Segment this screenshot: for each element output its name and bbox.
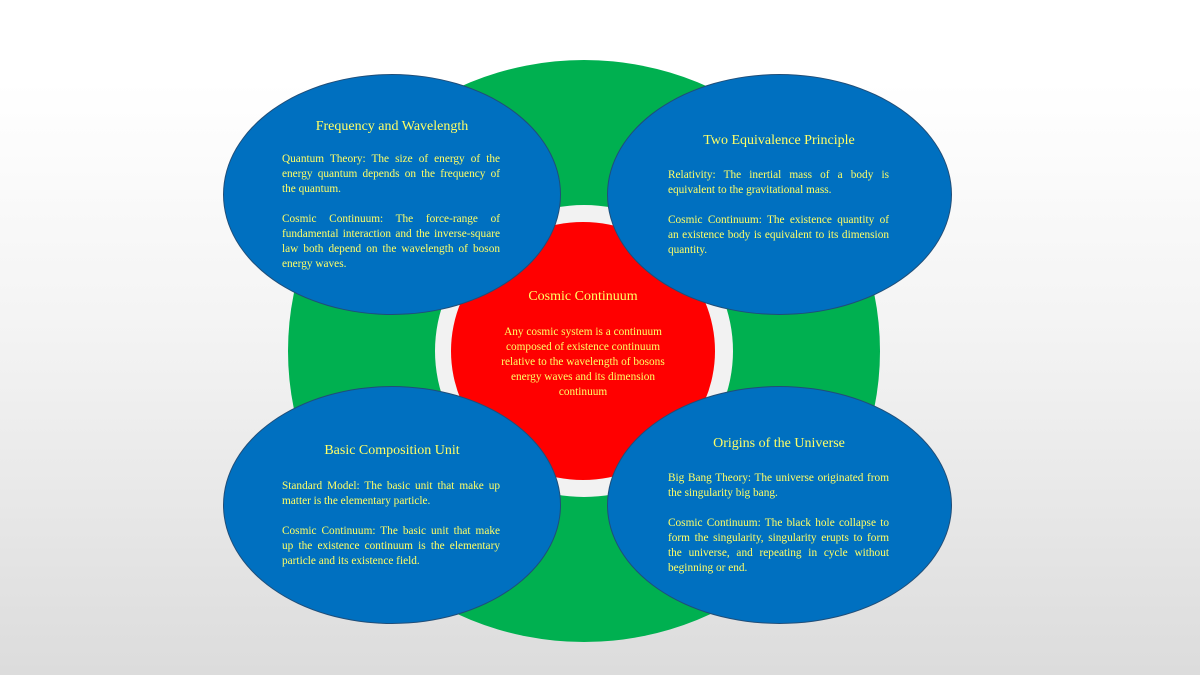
bottom-right-paragraph-2: Cosmic Continuum: The black hole collaps… xyxy=(668,517,889,574)
top-right-title: Two Equivalence Principle xyxy=(703,133,855,148)
bottom-right-text: Big Bang Theory: The universe originated… xyxy=(668,471,889,576)
center-body: Any cosmic system is a continuum compose… xyxy=(501,326,665,398)
top-right-paragraph-2: Cosmic Continuum: The existence quantity… xyxy=(668,214,889,256)
ellipse-bottom-left xyxy=(223,386,561,624)
bottom-left-title: Basic Composition Unit xyxy=(324,443,460,458)
center-title: Cosmic Continuum xyxy=(528,289,638,304)
ellipse-bottom-right xyxy=(607,386,952,624)
top-right-paragraph-1: Relativity: The inertial mass of a body … xyxy=(668,169,889,196)
bottom-left-paragraph-1: Standard Model: The basic unit that make… xyxy=(282,480,500,507)
bottom-left-paragraph-2: Cosmic Continuum: The basic unit that ma… xyxy=(282,525,500,567)
bottom-right-paragraph-1: Big Bang Theory: The universe originated… xyxy=(668,472,889,499)
top-left-text: Quantum Theory: The size of energy of th… xyxy=(282,152,500,272)
bottom-right-title: Origins of the Universe xyxy=(713,436,845,451)
top-left-paragraph-1: Quantum Theory: The size of energy of th… xyxy=(282,153,500,195)
ellipse-top-left xyxy=(223,74,561,315)
top-left-title: Frequency and Wavelength xyxy=(315,119,469,134)
top-left-paragraph-2: Cosmic Continuum: The force-range of fun… xyxy=(282,213,500,270)
bottom-left-text: Standard Model: The basic unit that make… xyxy=(282,479,500,569)
ellipse-top-right xyxy=(607,74,952,315)
top-right-text: Relativity: The inertial mass of a body … xyxy=(668,168,889,258)
